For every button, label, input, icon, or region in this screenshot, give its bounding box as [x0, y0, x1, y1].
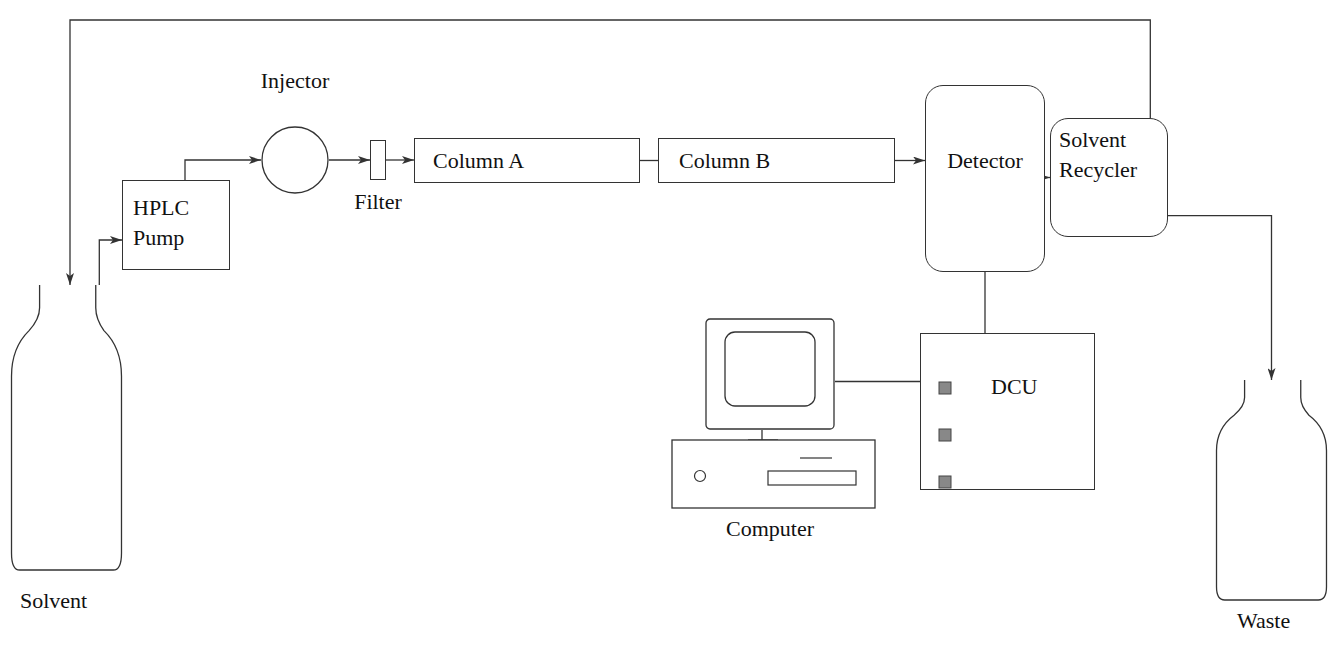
- flow-line: [70, 20, 1150, 285]
- detector-box: Detector: [925, 85, 1045, 272]
- node-label: Waste: [1237, 608, 1290, 634]
- waste-bottle-outline: [1213, 380, 1330, 600]
- flow-line: [185, 160, 261, 180]
- flow-line: [1168, 216, 1272, 380]
- node-label: Filter: [354, 189, 402, 215]
- node-label: Detector: [947, 146, 1023, 176]
- node-label: Injector: [261, 68, 329, 94]
- computer-monitor: Computer: [705, 318, 835, 430]
- computer-monitor-outline: [705, 318, 835, 430]
- injector-valve: Injector: [261, 126, 329, 194]
- flow-line: [895, 160, 925, 161]
- node-label: DCU: [991, 372, 1037, 402]
- node-label: Solvent: [20, 588, 87, 614]
- waste-bottle: Waste: [1213, 380, 1330, 600]
- column-box: Column B: [658, 138, 895, 183]
- filter: Filter: [370, 140, 386, 180]
- node-label: HPLC Pump: [133, 193, 219, 253]
- flow-line: [640, 160, 658, 161]
- dcu-box: DCU: [920, 333, 1095, 490]
- node-label: Computer: [726, 516, 814, 542]
- flow-line: [984, 272, 985, 333]
- indicator-lights: [921, 334, 1094, 489]
- pump-box: HPLC Pump: [122, 180, 230, 270]
- flow-line: [329, 159, 370, 160]
- solvent-bottle: Solvent: [8, 285, 125, 570]
- node-label: Column B: [679, 146, 770, 176]
- flow-line: [99, 240, 122, 285]
- flow-line: [835, 381, 920, 382]
- flow-line: [386, 159, 414, 160]
- solvent-bottle-outline: [8, 285, 125, 570]
- node-label: Solvent Recycler: [1059, 125, 1159, 185]
- injector-valve-outline: [261, 126, 329, 194]
- column-box: Column A: [414, 138, 640, 183]
- recycler-box: Solvent Recycler: [1050, 118, 1168, 237]
- node-label: Column A: [433, 146, 524, 176]
